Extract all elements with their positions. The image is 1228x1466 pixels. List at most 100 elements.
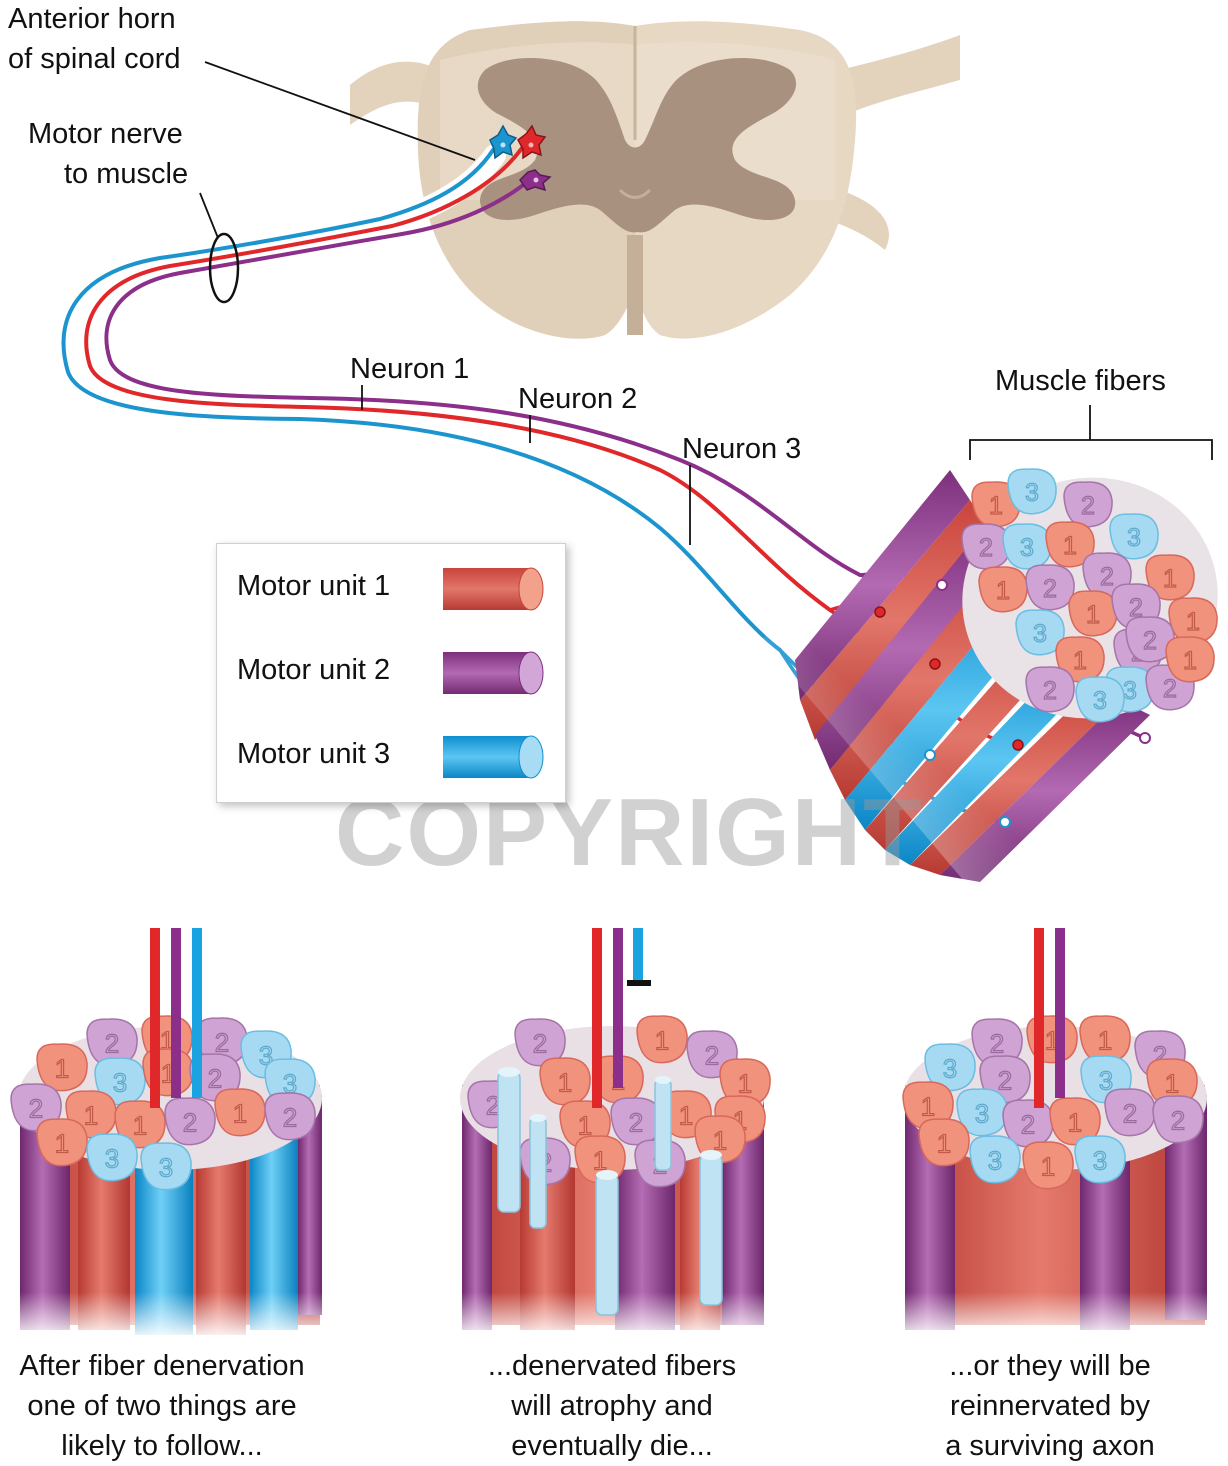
reinnervated-fiber-number: 1	[921, 1092, 935, 1122]
label-neuron-3: Neuron 3	[682, 433, 801, 465]
neuron-3-cell-body	[489, 124, 518, 160]
after-fiber-number: 3	[159, 1153, 173, 1183]
reinnervated-fiber-cap-unit-3: 3	[924, 1043, 976, 1092]
legend-item-unit-1: Motor unit 1	[237, 570, 390, 603]
reinnervated-fiber-number: 1	[1041, 1152, 1055, 1182]
reinnervated-fiber-cap-unit-1: 1	[902, 1081, 954, 1130]
after-fiber-number: 3	[113, 1068, 127, 1098]
caption-atrophy-line-2: will atrophy and	[511, 1390, 713, 1422]
after-fiber-number: 1	[133, 1111, 147, 1141]
label-muscle-fibers: Muscle fibers	[995, 365, 1166, 397]
reinnervated-fiber-number: 1	[1098, 1026, 1112, 1056]
caption-reinnervated-line-3: a surviving axon	[945, 1430, 1155, 1462]
label-anterior-horn-2: of spinal cord	[8, 43, 181, 75]
atrophy-fiber-number: 1	[578, 1111, 592, 1141]
legend-item-unit-3: Motor unit 3	[237, 738, 390, 771]
neuron-2-axon	[104, 176, 862, 577]
reinnervated-fiber-cap-unit-1: 1	[1022, 1141, 1074, 1190]
spinal-cord-grey-matter	[477, 58, 797, 233]
atrophy-fiber-cap-unit-1: 1	[719, 1058, 771, 1107]
atrophy-fiber-number: 1	[655, 1026, 669, 1056]
reinnervated-fiber-number: 3	[988, 1146, 1002, 1176]
main-fiber-cap-unit-3: 3	[1075, 676, 1125, 723]
after-fiber-cap-unit-2: 2	[86, 1018, 138, 1067]
after-fiber-number: 1	[55, 1129, 69, 1159]
caption-atrophy-line-3: eventually die...	[511, 1430, 713, 1462]
after-fiber-cap-unit-3: 3	[86, 1133, 138, 1182]
caption-atrophy: ...denervated fibers will atrophy and ev…	[432, 1346, 792, 1466]
main-fiber-cap-unit-1: 1	[1055, 636, 1105, 683]
reinnervated-fiber-number: 2	[998, 1066, 1012, 1096]
atrophy-fiber-cap-unit-1: 1	[539, 1057, 591, 1106]
main-fiber-number: 1	[996, 577, 1010, 605]
main-fiber-number: 2	[1043, 677, 1057, 705]
reinnervated-fiber-number: 1	[1165, 1069, 1179, 1099]
main-fiber-cap-unit-2: 2	[1063, 481, 1113, 528]
reinnervated-fiber-cap-unit-2: 2	[1152, 1095, 1204, 1144]
annotation-labels: Anterior horn of spinal cord Motor nerve…	[8, 3, 1213, 545]
main-fiber-number: 1	[1086, 601, 1100, 629]
main-fiber-number: 2	[1081, 492, 1095, 520]
reinnervated-fiber-number: 2	[1021, 1110, 1035, 1140]
atrophy-fiber-number: 2	[705, 1041, 719, 1071]
main-fiber-number: 2	[979, 534, 993, 562]
spinal-root-left	[350, 61, 440, 125]
severed-axon-mark	[627, 980, 651, 986]
main-fiber-cap-unit-2: 2	[1125, 616, 1175, 663]
reinnervated-fiber-cap-unit-1: 1	[918, 1118, 970, 1167]
neuron-1-axon	[84, 146, 832, 612]
label-neuron-2: Neuron 2	[518, 383, 637, 415]
atrophy-fiber-number: 1	[713, 1126, 727, 1156]
reinnervated-fiber-number: 3	[943, 1054, 957, 1084]
atrophied-fibers	[497, 1067, 723, 1316]
after-fiber-cap-unit-3: 3	[140, 1142, 192, 1191]
main-fiber-number: 1	[1163, 565, 1177, 593]
main-fiber-number: 3	[1020, 534, 1034, 562]
neuron-1-cell-body	[517, 124, 547, 160]
reinnervated-fiber-number: 1	[937, 1129, 951, 1159]
main-fiber-number: 1	[1073, 647, 1087, 675]
caption-after-denervation: After fiber denervation one of two thing…	[0, 1346, 342, 1466]
main-fiber-number: 1	[989, 492, 1003, 520]
caption-after-line-2: one of two things are	[27, 1390, 297, 1422]
after-fiber-number: 2	[29, 1094, 43, 1124]
main-fiber-cap-unit-3: 3	[1007, 468, 1057, 515]
atrophy-fiber-number: 2	[533, 1029, 547, 1059]
spinal-cord	[350, 21, 960, 339]
main-fiber-cap-unit-1: 1	[1165, 636, 1215, 683]
reinnervated-fiber-number: 3	[975, 1099, 989, 1129]
axon-terminals	[874, 579, 1151, 828]
main-fiber-cap-unit-2: 2	[1025, 564, 1075, 611]
caption-reinnervated-line-2: reinnervated by	[950, 1390, 1150, 1422]
main-fiber-cap-unit-1: 1	[1045, 521, 1095, 568]
main-fiber-cap-unit-1: 1	[1168, 597, 1218, 644]
main-fiber-number: 1	[1183, 647, 1197, 675]
reinnervated-fiber-number: 2	[1123, 1099, 1137, 1129]
main-fiber-cap-unit-3: 3	[1002, 523, 1052, 570]
legend-swatch-unit-2	[443, 651, 544, 695]
caption-after-line-1: After fiber denervation	[19, 1350, 305, 1382]
main-fiber-number: 3	[1093, 687, 1107, 715]
main-fiber-number: 2	[1100, 563, 1114, 591]
caption-atrophy-line-1: ...denervated fibers	[487, 1350, 737, 1382]
leader-anterior-horn	[204, 61, 476, 161]
reinnervated-fiber-number: 3	[1093, 1146, 1107, 1176]
after-fiber-number: 2	[183, 1108, 197, 1138]
main-fiber-number: 3	[1033, 620, 1047, 648]
main-fiber-number: 2	[1163, 675, 1177, 703]
atrophy-fiber-number: 1	[558, 1068, 572, 1098]
label-motor-nerve-2: to muscle	[64, 158, 188, 190]
motor-nerve-ring	[208, 232, 240, 304]
after-fiber-number: 3	[283, 1069, 297, 1099]
caption-reinnervated-line-1: ...or they will be	[949, 1350, 1151, 1382]
reinnervated-fiber-cap-unit-3: 3	[1074, 1135, 1126, 1184]
main-fiber-number: 2	[1143, 627, 1157, 655]
atrophy-fiber-cap-unit-2: 2	[514, 1018, 566, 1067]
caption-reinnervated: ...or they will be reinnervated by a sur…	[870, 1346, 1228, 1466]
muscle-fibers-bracket	[969, 405, 1213, 460]
legend-swatch-unit-1	[443, 567, 544, 611]
reinnervated-fiber-cap-unit-3: 3	[969, 1135, 1021, 1184]
leader-motor-nerve	[199, 192, 219, 239]
